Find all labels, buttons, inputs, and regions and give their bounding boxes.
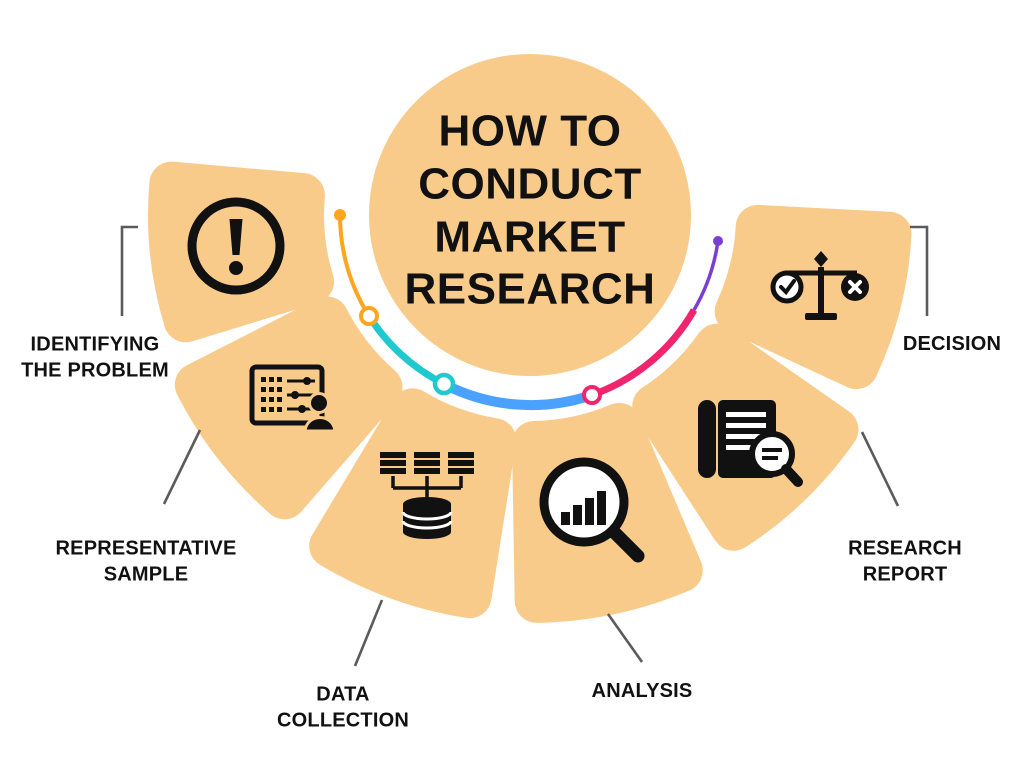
label-identifying-the-problem: IDENTIFYING THE PROBLEM [21, 333, 169, 382]
database-icon [380, 452, 474, 539]
connector-research-report [860, 431, 900, 507]
petal-decision [714, 204, 912, 390]
arc-segment-orange [337, 214, 371, 318]
label-data-collection: DATA COLLECTION [277, 683, 409, 732]
connector-lines [120, 225, 929, 667]
connector-representative-sample [162, 429, 202, 505]
connector-identifying-the-problem [120, 225, 138, 316]
connector-analysis [606, 613, 644, 663]
arc-node-2 [432, 372, 456, 396]
scale-pointer [814, 251, 828, 267]
exclamation-dot [229, 261, 243, 275]
lens-text-lines [762, 448, 782, 460]
exclamation-icon [187, 197, 285, 295]
report-text-lines [726, 412, 766, 450]
survey-slider-knob [298, 405, 306, 413]
stack-connectors [391, 476, 463, 498]
bar-chart-bars [561, 491, 606, 525]
connector-data-collection [353, 599, 384, 667]
cross-mark [848, 280, 862, 294]
arc-end-node [713, 236, 723, 246]
arc-node-1 [359, 306, 379, 326]
arc-node-3 [582, 385, 602, 405]
survey-slider-knob [291, 391, 299, 399]
center-circle [369, 54, 691, 376]
exclamation-bar [229, 219, 243, 255]
scale-base [805, 313, 837, 320]
label-research-report: RESEARCH REPORT [848, 537, 962, 586]
scroll-roll [698, 400, 716, 478]
arc-start-node [334, 209, 346, 221]
balance-scale-icon [770, 251, 869, 320]
report-magnifier-handle [781, 464, 803, 487]
presenter-head [308, 392, 330, 414]
magnifier-handle [607, 525, 645, 563]
arc-segment-pink [590, 308, 698, 399]
label-decision: DECISION [902, 332, 1002, 355]
check-mark [779, 279, 796, 296]
arc-segment-blue [441, 379, 594, 411]
report-magnifier-lens [749, 431, 795, 477]
label-analysis: ANALYSIS [591, 679, 693, 702]
connector-decision [910, 225, 929, 316]
magnifier-chart-icon [539, 457, 645, 563]
label-representative-sample: REPRESENTATIVE SAMPLE [55, 537, 237, 586]
exclamation-ring [187, 197, 285, 295]
survey-presenter-icon [249, 364, 337, 433]
infographic-title: HOW TO CONDUCT MARKET RESEARCH [404, 106, 656, 314]
check-circle [770, 270, 804, 304]
survey-slider-knob [303, 377, 311, 385]
progress-arc [334, 209, 723, 411]
presenter-body [303, 416, 337, 433]
server-stacks [380, 452, 474, 474]
step-icons [187, 197, 869, 563]
arc-segment-purple [692, 240, 720, 311]
db-cylinder-bands [401, 511, 453, 530]
report-magnifier-icon [698, 400, 803, 487]
survey-dot-grid [261, 377, 282, 412]
